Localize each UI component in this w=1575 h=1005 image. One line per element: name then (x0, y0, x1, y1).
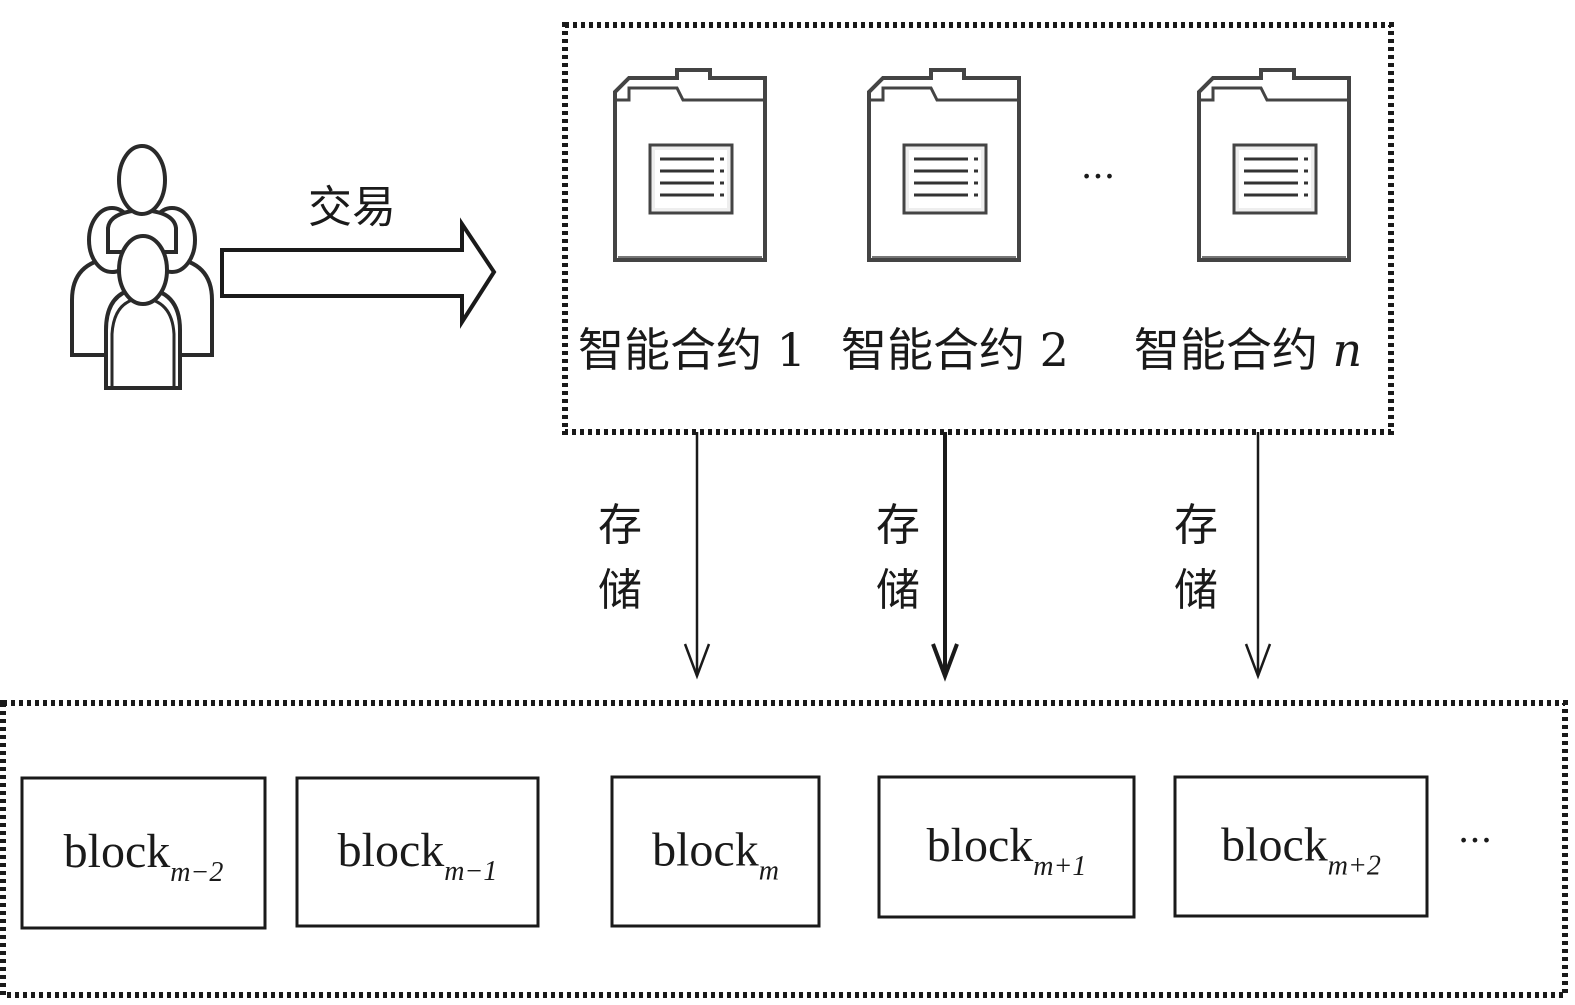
block-box: blockm (610, 775, 821, 928)
store-arrow (931, 432, 959, 682)
block-box: blockm+1 (877, 775, 1136, 919)
contract-document-icon (1197, 68, 1351, 262)
block-box: blockm−2 (20, 776, 267, 930)
block-label: blockm−1 (338, 824, 498, 887)
store-label: 存 (1174, 500, 1218, 551)
store-label: 储 (876, 565, 920, 616)
transaction-label: 交易 (308, 182, 396, 233)
block-label: blockm−2 (64, 825, 224, 888)
blockchain-container (0, 700, 1568, 998)
store-label: 存 (598, 500, 642, 551)
block-label: blockm+1 (927, 819, 1087, 882)
block-label: blockm (652, 824, 779, 887)
store-label: 储 (1174, 565, 1218, 616)
users-icon (70, 144, 214, 390)
contract-label: 智能合约 1 (578, 323, 806, 377)
contract-document-icon (613, 68, 767, 262)
contract-ellipsis: ... (1081, 146, 1115, 187)
store-label: 储 (598, 565, 642, 616)
block-ellipsis: ... (1458, 810, 1492, 851)
contract-document-icon (867, 68, 1021, 262)
store-label: 存 (876, 500, 920, 551)
block-label: blockm+2 (1221, 819, 1381, 882)
contract-label: 智能合约 2 (841, 323, 1069, 377)
store-arrow (683, 432, 711, 680)
block-box: blockm+2 (1173, 775, 1429, 918)
store-arrow (1244, 432, 1272, 680)
block-box: blockm−1 (295, 776, 540, 928)
contract-label: 智能合约 n (1134, 323, 1362, 377)
transaction-arrow (220, 217, 497, 329)
